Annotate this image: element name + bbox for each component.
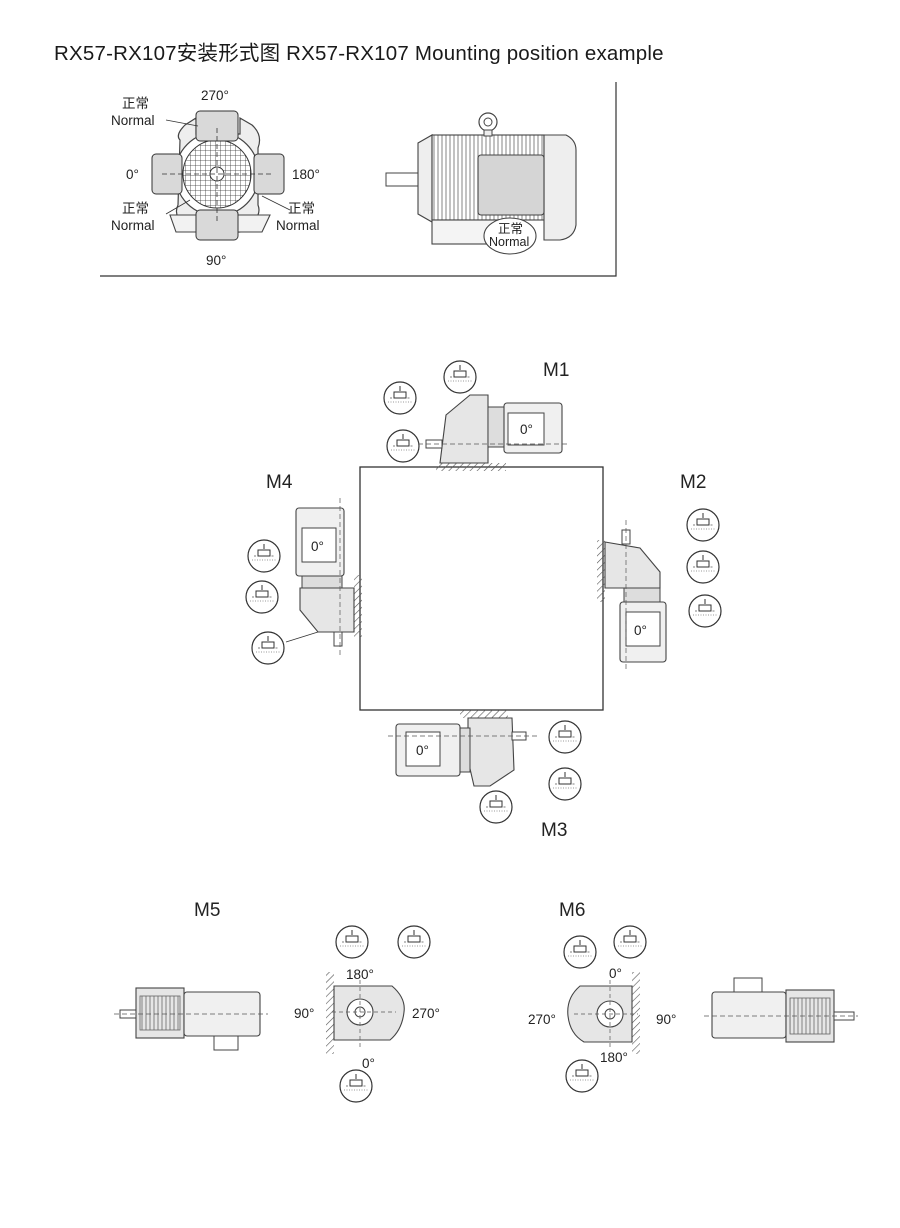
m1-oil-indicator [383,381,417,415]
normal-cn-label: 正常 [288,201,315,216]
angle-270-label: 270° [201,88,229,103]
top-frame [100,82,617,277]
normal-cn-label: 正常 [122,96,149,111]
m6-angle-270: 270° [528,1012,556,1027]
m6-label: M6 [559,900,585,921]
normal-en-label: Normal [111,218,155,233]
m5-oil-indicator [335,925,369,959]
normal-en-label: Normal [111,113,155,128]
m6-oil-indicator [563,935,597,969]
m3-oil-indicator [479,790,513,824]
m6-angle-0: 0° [609,966,622,981]
page-title: RX57-RX107安装形式图 RX57-RX107 Mounting posi… [54,42,664,65]
m4-gearmotor [295,498,362,655]
m6-side-view [704,977,858,1043]
m3-gearmotor [388,710,540,787]
m5-angle-270: 270° [412,1006,440,1021]
m2-oil-indicator [686,508,720,542]
m5-oil-indicator [339,1069,373,1103]
m6-angle-90: 90° [656,1012,676,1027]
m3-label: M3 [541,820,567,841]
angle-90-label: 90° [206,253,226,268]
m1-gearmotor [418,394,570,471]
m4-motor-0deg-label: 0° [311,539,324,554]
m6-oil-indicator [613,925,647,959]
m1-label: M1 [543,360,569,381]
angle-0-label: 0° [126,167,139,182]
motor-side-view [385,112,577,255]
m3-oil-indicator [548,767,582,801]
m5-angle-180: 180° [346,967,374,982]
normal-en-label: Normal [276,218,320,233]
m4-oil-indicator [251,631,285,665]
m6-end-view [567,972,640,1054]
m4-label: M4 [266,472,293,493]
m6-angle-180: 180° [600,1050,628,1065]
m4-oil-indicator [247,539,281,573]
m5-angle-0: 0° [362,1056,375,1071]
normal-cn-label: 正常 [498,222,523,236]
m5-oil-indicator [397,925,431,959]
m2-oil-indicator [686,550,720,584]
m2-gearmotor [597,520,667,672]
m5-end-view [326,972,405,1054]
motor-end-view [151,110,291,241]
m3-motor-0deg-label: 0° [416,743,429,758]
m4-oil-indicator [245,580,279,614]
m3-oil-indicator [548,720,582,754]
m5-label: M5 [194,900,220,921]
normal-cn-label: 正常 [122,201,149,216]
m1-oil-indicator [443,360,477,394]
mounting-reference-square [359,466,604,711]
m2-oil-indicator [688,594,722,628]
m2-motor-0deg-label: 0° [634,623,647,638]
m1-oil-indicator [386,429,420,463]
m5-angle-90: 90° [294,1006,314,1021]
angle-180-label: 180° [292,167,320,182]
m1-motor-0deg-label: 0° [520,422,533,437]
m6-oil-indicator [565,1059,599,1093]
m2-label: M2 [680,472,706,493]
normal-en-label: Normal [489,235,529,249]
m5-side-view [114,987,268,1051]
